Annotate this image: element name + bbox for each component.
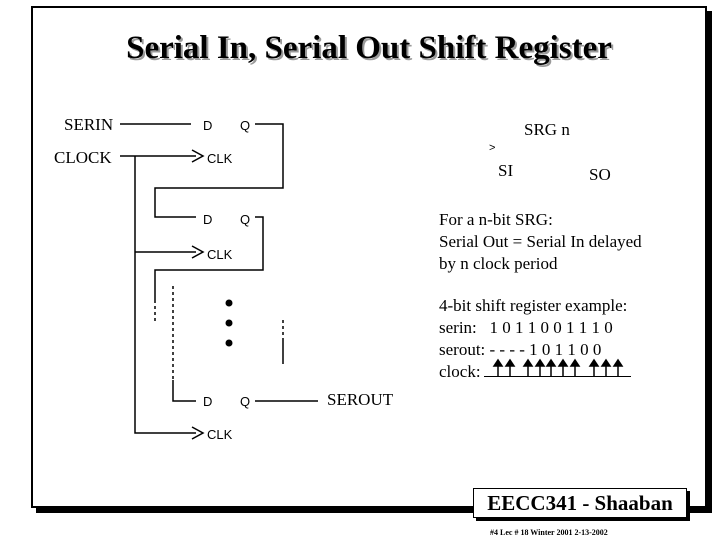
clock-arrow-icon bbox=[522, 358, 534, 376]
ff3-clock-marker bbox=[191, 426, 205, 440]
ff2-d-pin: D bbox=[203, 212, 213, 227]
clock-arrow-icon bbox=[569, 358, 581, 376]
clock-arrows bbox=[492, 358, 624, 376]
clock-arrow-icon bbox=[534, 358, 546, 376]
definition-line: by n clock period bbox=[439, 254, 558, 273]
serout-label: SEROUT bbox=[327, 390, 394, 409]
clock-arrow-icon bbox=[600, 358, 612, 376]
ellipsis-dot bbox=[225, 319, 233, 327]
ff1-d-pin: D bbox=[203, 118, 213, 133]
srg-clock-marker: > bbox=[489, 142, 496, 154]
clock-arrow-icon bbox=[504, 358, 516, 376]
clock-baseline bbox=[484, 376, 631, 377]
serin-label: SERIN bbox=[64, 115, 114, 134]
clock-arrow-icon bbox=[545, 358, 557, 376]
ff3-clk-pin: CLK bbox=[207, 427, 233, 442]
lecture-info: #4 Lec # 18 Winter 2001 2-13-2002 bbox=[490, 528, 608, 537]
definition-line: For a n-bit SRG: bbox=[439, 210, 553, 229]
ff1-q-pin: Q bbox=[240, 118, 251, 133]
srg-name: SRG n bbox=[524, 120, 570, 139]
ff1-clk-pin: CLK bbox=[207, 151, 233, 166]
ff2-clk-pin: CLK bbox=[207, 247, 233, 262]
ff3-d-pin: D bbox=[203, 394, 213, 409]
slide-title: Serial In, Serial Out Shift Register bbox=[126, 30, 612, 66]
ff1-clock-marker bbox=[191, 149, 205, 163]
example-serout-row: serout: - - - - 1 0 1 1 0 0 bbox=[439, 340, 602, 359]
srg-si-pin: SI bbox=[498, 161, 514, 180]
clock-arrow-icon bbox=[612, 358, 624, 376]
clock-arrow-icon bbox=[492, 358, 504, 376]
ellipsis-dot bbox=[225, 339, 233, 347]
course-badge: EECC341 - Shaaban bbox=[473, 488, 687, 518]
example-title: 4-bit shift register example: bbox=[439, 296, 628, 315]
srg-so-pin: SO bbox=[589, 165, 611, 184]
clock-trunk bbox=[134, 156, 196, 434]
slide-frame bbox=[31, 6, 707, 508]
example-clock-label: clock: bbox=[439, 362, 481, 381]
ff3-q-pin: Q bbox=[240, 394, 251, 409]
ff2-clock-marker bbox=[191, 245, 205, 259]
definition-line: Serial Out = Serial In delayed bbox=[439, 232, 642, 251]
into-last-ff-wire bbox=[172, 380, 196, 402]
example-serin-row: serin: 1 0 1 1 0 0 1 1 1 0 bbox=[439, 318, 613, 337]
q2-to-next-wire bbox=[154, 216, 264, 300]
clock-arrow-icon bbox=[588, 358, 600, 376]
q1-to-d2-wire bbox=[154, 123, 284, 218]
ff2-q-pin: Q bbox=[240, 212, 251, 227]
clock-arrow-icon bbox=[557, 358, 569, 376]
clock-label: CLOCK bbox=[54, 148, 112, 167]
ellipsis-dot bbox=[225, 299, 233, 307]
